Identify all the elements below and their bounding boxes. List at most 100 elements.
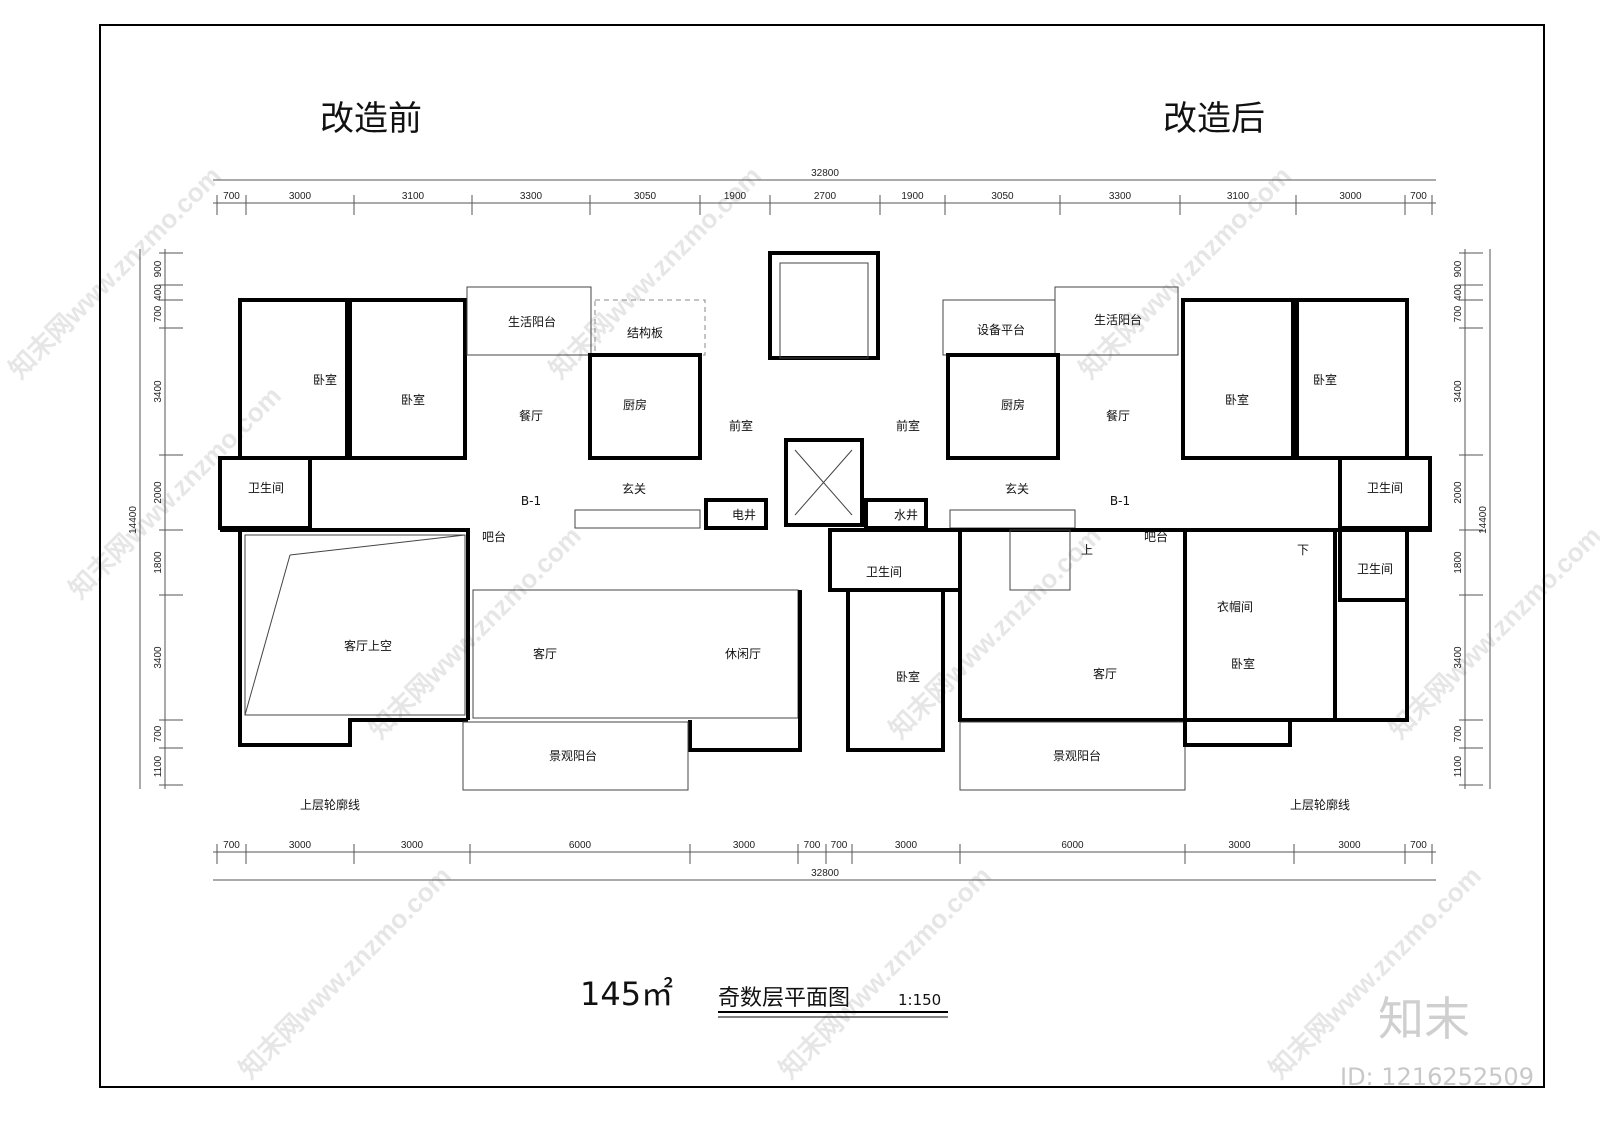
bottom-dimension-label: 3000: [1338, 840, 1361, 851]
room-label: 玄关: [1005, 481, 1029, 496]
side-dimension-label: 2000: [1453, 481, 1464, 504]
watermark-text: 知末网www.znzmo.com: [883, 520, 1107, 744]
room-label: 上: [1081, 543, 1093, 557]
bottom-dimension-label: 3000: [1228, 840, 1251, 851]
side-dimension-label: 700: [1453, 305, 1464, 322]
bottom-dimension-label: 6000: [569, 840, 592, 851]
room-label: 上层轮廓线: [1290, 797, 1350, 812]
bottom-dimension-label: 700: [1410, 840, 1427, 851]
room-label: B-1: [1110, 494, 1130, 508]
total-bottom-label: 32800: [811, 868, 839, 879]
walls: [218, 251, 1432, 791]
watermark-text: 知末网www.znzmo.com: [233, 860, 457, 1084]
room-labels: 卧室卧室生活阳台结构板餐厅厨房前室卫生间玄关B-1电井吧台客厅上空客厅休闲厅景观…: [248, 312, 1403, 812]
room-label: B-1: [521, 494, 541, 508]
side-dimension-label: 1100: [153, 755, 164, 777]
side-dimension-label: 900: [153, 260, 164, 277]
bottom-dimension-label: 700: [804, 840, 821, 851]
room-label: 生活阳台: [508, 314, 556, 329]
plan-title: 奇数层平面图: [718, 986, 850, 1011]
side-dimension-label: 3400: [1453, 646, 1464, 669]
room-label: 结构板: [627, 325, 663, 340]
room-label: 卧室: [401, 392, 425, 407]
dimension-lines: 700 3000 3100 3300 3050 1900 2700 1900 3050 3300 3…: [128, 168, 1491, 881]
room-label: 水井: [894, 508, 918, 522]
side-dimension-label: 700: [153, 725, 164, 742]
room-label: 厨房: [623, 397, 647, 412]
bottom-dimension-label: 700: [223, 840, 240, 851]
room-label: 客厅: [533, 646, 557, 661]
side-dimension-label: 2000: [153, 481, 164, 504]
watermark-text: 知末网www.znzmo.com: [773, 860, 997, 1084]
side-dimension-label: 400: [1453, 284, 1464, 301]
room-label: 餐厅: [1106, 408, 1130, 423]
room-label: 设备平台: [977, 322, 1025, 337]
drawing-frame: [99, 24, 1545, 1088]
side-dimension-label: 3400: [153, 646, 164, 669]
room-label: 电井: [732, 508, 756, 522]
room-label: 卧室: [1225, 392, 1249, 407]
side-dimension-label: 3400: [1453, 380, 1464, 403]
side-dimension-label: 400: [153, 284, 164, 301]
plan-scale: 1:150: [898, 991, 941, 1009]
room-label: 吧台: [1144, 529, 1168, 544]
side-dimension-label: 1800: [153, 551, 164, 574]
room-label: 生活阳台: [1094, 312, 1142, 327]
watermark-id: ID: 1216252509: [1340, 1063, 1534, 1091]
top-dimension-label: 1900: [724, 191, 747, 202]
area-label: 145㎡: [580, 975, 673, 1013]
bottom-dimension-label: 700: [831, 840, 848, 851]
top-dimension-label: 3050: [634, 191, 657, 202]
watermark-logo: 知末: [1378, 992, 1470, 1046]
room-label: 前室: [896, 418, 920, 433]
watermark-text: 知末网www.znzmo.com: [1383, 520, 1600, 744]
side-dimension-label: 900: [1453, 260, 1464, 277]
top-dimension-label: 3000: [289, 191, 312, 202]
bottom-dimension-label: 6000: [1061, 840, 1084, 851]
top-dimension-label: 700: [1410, 191, 1427, 202]
side-dimension-label: 3400: [153, 380, 164, 403]
room-label: 上层轮廓线: [300, 797, 360, 812]
side-dimension-label: 700: [153, 305, 164, 322]
top-dimension-label: 3300: [1109, 191, 1132, 202]
room-label: 餐厅: [519, 408, 543, 423]
total-top-label: 32800: [811, 168, 839, 179]
top-dimension-label: 700: [223, 191, 240, 202]
side-dimension-label: 1100: [1453, 755, 1464, 777]
bottom-dimension-label: 3000: [733, 840, 756, 851]
room-label: 厨房: [1001, 397, 1025, 412]
top-dimension-label: 3000: [1339, 191, 1362, 202]
room-label: 卫生间: [866, 565, 902, 579]
room-label: 景观阳台: [1053, 748, 1101, 763]
room-label: 休闲厅: [725, 647, 761, 661]
room-label: 卫生间: [248, 481, 284, 495]
top-dimension-label: 1900: [901, 191, 924, 202]
top-dimension-label: 2700: [814, 191, 837, 202]
room-label: 卧室: [1313, 372, 1337, 387]
room-label: 卫生间: [1357, 562, 1393, 576]
room-label: 卫生间: [1367, 481, 1403, 495]
title-before: 改造前: [320, 99, 422, 139]
top-dimension-label: 3050: [991, 191, 1014, 202]
room-label: 客厅上空: [344, 638, 392, 653]
bottom-dimension-label: 3000: [401, 840, 424, 851]
top-dimension-label: 3100: [402, 191, 425, 202]
room-label: 衣帽间: [1217, 599, 1253, 614]
side-total-label: 14400: [128, 506, 139, 534]
room-label: 卧室: [1231, 656, 1255, 671]
top-dimension-label: 3300: [520, 191, 543, 202]
room-label: 卧室: [313, 372, 337, 387]
top-dimension-label: 3100: [1227, 191, 1250, 202]
room-label: 客厅: [1093, 666, 1117, 681]
watermark-text: 知末网www.znzmo.com: [1263, 860, 1487, 1084]
watermark-text: 知末网www.znzmo.com: [3, 160, 227, 384]
watermark-text: 知末网www.znzmo.com: [363, 520, 587, 744]
side-dimension-label: 1800: [1453, 551, 1464, 574]
room-label: 下: [1297, 543, 1309, 557]
bottom-dimension-label: 3000: [895, 840, 918, 851]
room-label: 卧室: [896, 669, 920, 684]
bottom-dimension-label: 3000: [289, 840, 312, 851]
title-after: 改造后: [1163, 99, 1265, 139]
room-label: 景观阳台: [549, 748, 597, 763]
